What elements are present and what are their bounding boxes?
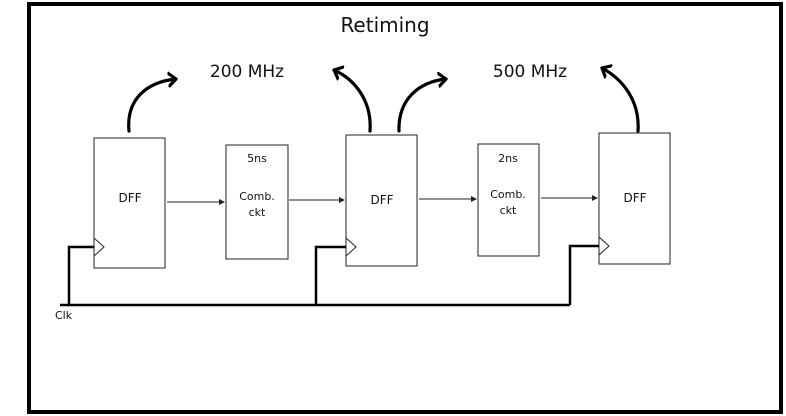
diagram-frame <box>27 2 783 414</box>
comb-block-1: 5ns Comb. ckt <box>225 144 289 260</box>
comb-label-1-line2: ckt <box>249 206 266 219</box>
frequency-label-after: 500 MHz <box>493 62 567 82</box>
comb-delay-2: 2ns <box>498 152 518 165</box>
clock-label: Clk <box>55 309 73 322</box>
diagram-title: Retiming <box>340 13 429 37</box>
timing-arrow-4 <box>600 68 640 133</box>
comb-label-2-line1: Comb. <box>490 188 526 201</box>
comb-delay-1: 5ns <box>247 152 267 165</box>
comb-label-1-line1: Comb. <box>239 190 275 203</box>
dff-label-1: DFF <box>118 191 141 205</box>
dff-label-2: DFF <box>370 193 393 207</box>
dff-block-3: DFF <box>598 132 671 265</box>
timing-arrow-1 <box>127 79 178 133</box>
dff-block-1: DFF <box>93 137 166 269</box>
timing-arrow-2 <box>332 70 372 133</box>
frequency-label-before: 200 MHz <box>210 62 284 82</box>
timing-arrow-3 <box>397 79 448 133</box>
dff-block-2: DFF <box>345 134 418 267</box>
comb-block-2: 2ns Comb. ckt <box>477 143 540 257</box>
comb-label-2-line2: ckt <box>500 204 517 217</box>
dff-label-3: DFF <box>623 191 646 205</box>
clock-network <box>60 244 599 307</box>
